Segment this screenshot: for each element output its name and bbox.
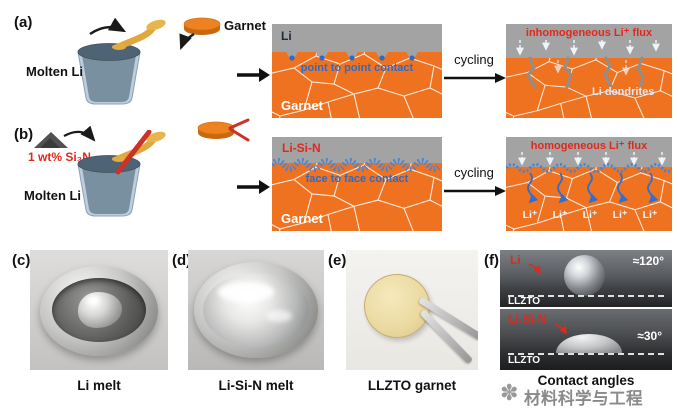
reflection-highlight: [218, 282, 274, 302]
beaker-molten-li-illustration: [77, 18, 166, 105]
garnet-region-label-a: Garnet: [281, 98, 323, 113]
substrate-label: LLZTO: [508, 355, 541, 366]
annotation-arrow-icon: [528, 263, 541, 275]
schematic-inhomogeneous-flux: inhomogeneous Li⁺ flux Li dendrites: [506, 24, 672, 118]
li-ion-label: Li⁺: [522, 209, 538, 221]
caption-llzto-garnet: LLZTO garnet: [367, 378, 457, 393]
li-ion-label: Li⁺: [642, 209, 658, 221]
llzto-disc: [364, 274, 430, 338]
reflection-highlight: [266, 310, 292, 322]
interface-layer-icon: [272, 158, 442, 172]
material-label-li-si-n: Li-Si-N: [508, 312, 547, 326]
li-droplet: [564, 255, 605, 296]
si3n4-powder-icon: [34, 125, 96, 148]
garnet-disc-illustration-b: [197, 118, 250, 142]
photo-li-si-n-melt: [188, 250, 324, 370]
li-layer-label: Li: [281, 29, 292, 43]
panel-c-label: (c): [12, 252, 31, 269]
li-dendrites-label: Li dendrites: [592, 86, 655, 98]
li-ion-label: Li⁺: [612, 209, 628, 221]
cycling-label-b: cycling: [454, 165, 494, 180]
cycling-arrow-icon-a: [444, 73, 506, 83]
beaker-molten-li-si-n-illustration: [77, 130, 166, 217]
annotation-arrow-icon: [554, 323, 567, 335]
li-layer-a: [272, 24, 442, 52]
flux-arrows-dendrites-icon: [516, 40, 660, 89]
li-melt-ball: [78, 292, 122, 328]
panel-e-label: (e): [328, 252, 347, 269]
photo-contact-angle-li-si-n: Li-Si-N ≈30° LLZTO: [500, 309, 672, 370]
additive-label: 1 wt% Si₃N₄: [28, 150, 97, 164]
caption-li-melt: Li melt: [77, 378, 121, 393]
substrate-surface-line: [508, 295, 664, 297]
interlayer-label: Li-Si-N: [282, 141, 321, 155]
point-contacts-icon: [286, 52, 418, 61]
panel-f-label: (f): [484, 252, 499, 269]
contact-angle-value-li-si-n: ≈30°: [637, 329, 662, 343]
reflection-highlight: [86, 296, 100, 304]
li-ion-label: Li⁺: [552, 209, 568, 221]
contact-angle-value-li: ≈120°: [632, 254, 664, 268]
photo-li-melt: [30, 250, 168, 370]
schematic-homogeneous-flux: homogeneous Li⁺ flux Li⁺ Li⁺ Li⁺ Li⁺ Li⁺: [506, 137, 672, 231]
watermark-text: 材料科学与工程: [524, 390, 643, 408]
li-si-n-droplet: [556, 334, 622, 353]
garnet-layer-a: Garnet: [272, 52, 442, 118]
flow-arrow-icon-a: [237, 68, 270, 82]
schematic-point-contact: Li Garnet point to point contact: [272, 24, 442, 118]
li-layer-a2: [506, 24, 672, 58]
caption-li-si-n-melt: Li-Si-N melt: [218, 378, 294, 393]
garnet-disc-illustration-a: [179, 17, 221, 51]
contact-type-label-b: face to face contact: [305, 173, 409, 185]
photo-llzto-garnet: [346, 250, 478, 370]
cycling-arrow-icon-b: [444, 186, 506, 196]
flux-label-b: homogeneous Li⁺ flux: [530, 140, 648, 152]
garnet-disc-label-a: Garnet: [224, 18, 266, 33]
watermark-logo-icon: ✽: [500, 380, 519, 405]
panel-d-label: (d): [172, 252, 192, 269]
flow-arrow-icon-b: [237, 180, 270, 194]
flux-label-a: inhomogeneous Li⁺ flux: [525, 27, 653, 39]
schematic-face-contact: Li-Si-N Garnet face to face contact: [272, 137, 442, 231]
li-layer-b2: [506, 137, 672, 167]
garnet-region-label-b: Garnet: [281, 211, 323, 226]
substrate-label: LLZTO: [508, 296, 541, 307]
li-si-n-layer: [272, 137, 442, 163]
panel-b-label: (b): [14, 126, 34, 143]
substrate-surface-line: [508, 353, 664, 355]
panel-a-label: (a): [14, 14, 33, 31]
li-ion-label: Li⁺: [582, 209, 598, 221]
material-label-li: Li: [510, 253, 521, 267]
garnet-layer-b: Garnet: [272, 163, 442, 231]
photo-contact-angle-li: Li ≈120° LLZTO: [500, 250, 672, 307]
molten-li-label-b: Molten Li: [24, 188, 82, 203]
cycling-label-a: cycling: [454, 52, 494, 67]
homogeneous-flux-arrows-icon: [506, 152, 672, 204]
contact-type-label-a: point to point contact: [300, 62, 414, 74]
molten-li-label-a: Molten Li: [26, 64, 84, 79]
caption-contact-angles: Contact angles: [537, 373, 635, 388]
